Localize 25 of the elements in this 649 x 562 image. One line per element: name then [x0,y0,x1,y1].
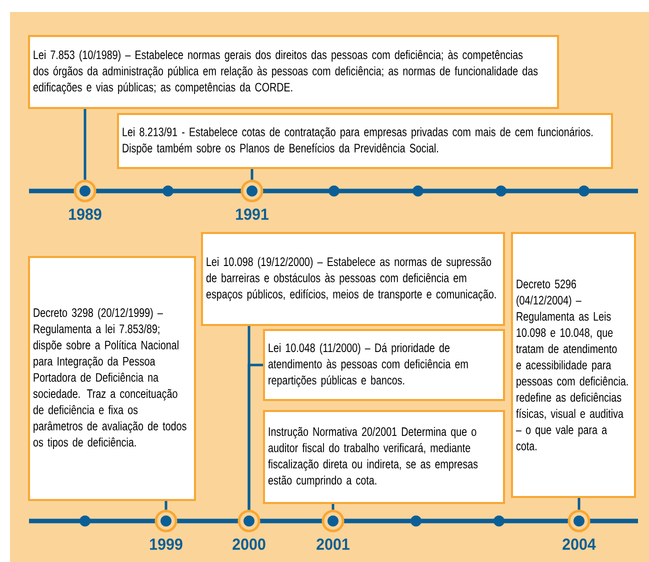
text-box: Instrução Normativa 20/2001 Determina que o auditor fiscal do trabalho verificará, mediante fiscalização direta ou indireta, se as empresas estão cumprindo a cota. [263,410,505,504]
year-marker [568,510,590,532]
year-label: 1989 [69,208,102,220]
text-box: Decreto 5296 (04/12/2004) – Regulamenta as Leis 10.098 e 10.048, que tratam de atendimento e acessibilidade para pessoas com deficiência. redefine as deficiências físicas, visual e auditiva – o que vale para a cota. [511,232,636,498]
year-label: 2001 [316,538,350,550]
connector-line [250,169,254,180]
connector-line [248,364,263,510]
text-box: Decreto 3298 (20/12/1999) – Regulamenta a lei 7.853/89; dispõe sobre a Política Nacional para Integração da Pessoa Portadora de Deficiência na sociedade. Traz a conceituação de deficiência e fixa os parâmetros de avaliação de todos os tipos de deficiência. [28,256,196,501]
connector-line [578,498,580,510]
year-marker [74,180,96,202]
text-box: Lei 10.098 (19/12/2000) – Estabelece as normas de supressão de barreiras e obstáculos às pessoas com deficiência em espaços públicos, edifícios, meios de transporte e comunicação. [201,232,505,326]
connector-line [332,504,334,510]
year-marker [322,510,344,532]
year-label: 2000 [232,538,266,550]
text-box: Lei 7.853 (10/1989) – Estabelece normas gerais dos direitos das pessoas com deficiência; às competências dos órgãos da administração pública em relação às pessoas com deficiência; as normas de funcionalidade das edificações e vias públicas; as competências da CORDE. [28,35,559,109]
year-label: 2004 [562,538,596,550]
text-box: Lei 8.213/91 - Estabelece cotas de contratação para empresas privadas com mais de cem funcionários. Dispõe também sobre os Planos de Benefícios da Previdência Social. [117,113,613,169]
year-label: 1991 [236,208,268,220]
text-box: Lei 10.048 (11/2000) – Dá prioridade de atendimento às pessoas com deficiência em repartições públicas e bancos. [263,329,505,401]
year-marker [238,510,260,532]
year-marker [240,180,264,202]
year-marker [154,510,178,532]
connector-line [84,109,86,180]
year-label: 1999 [150,538,182,550]
connector-line [164,501,168,510]
